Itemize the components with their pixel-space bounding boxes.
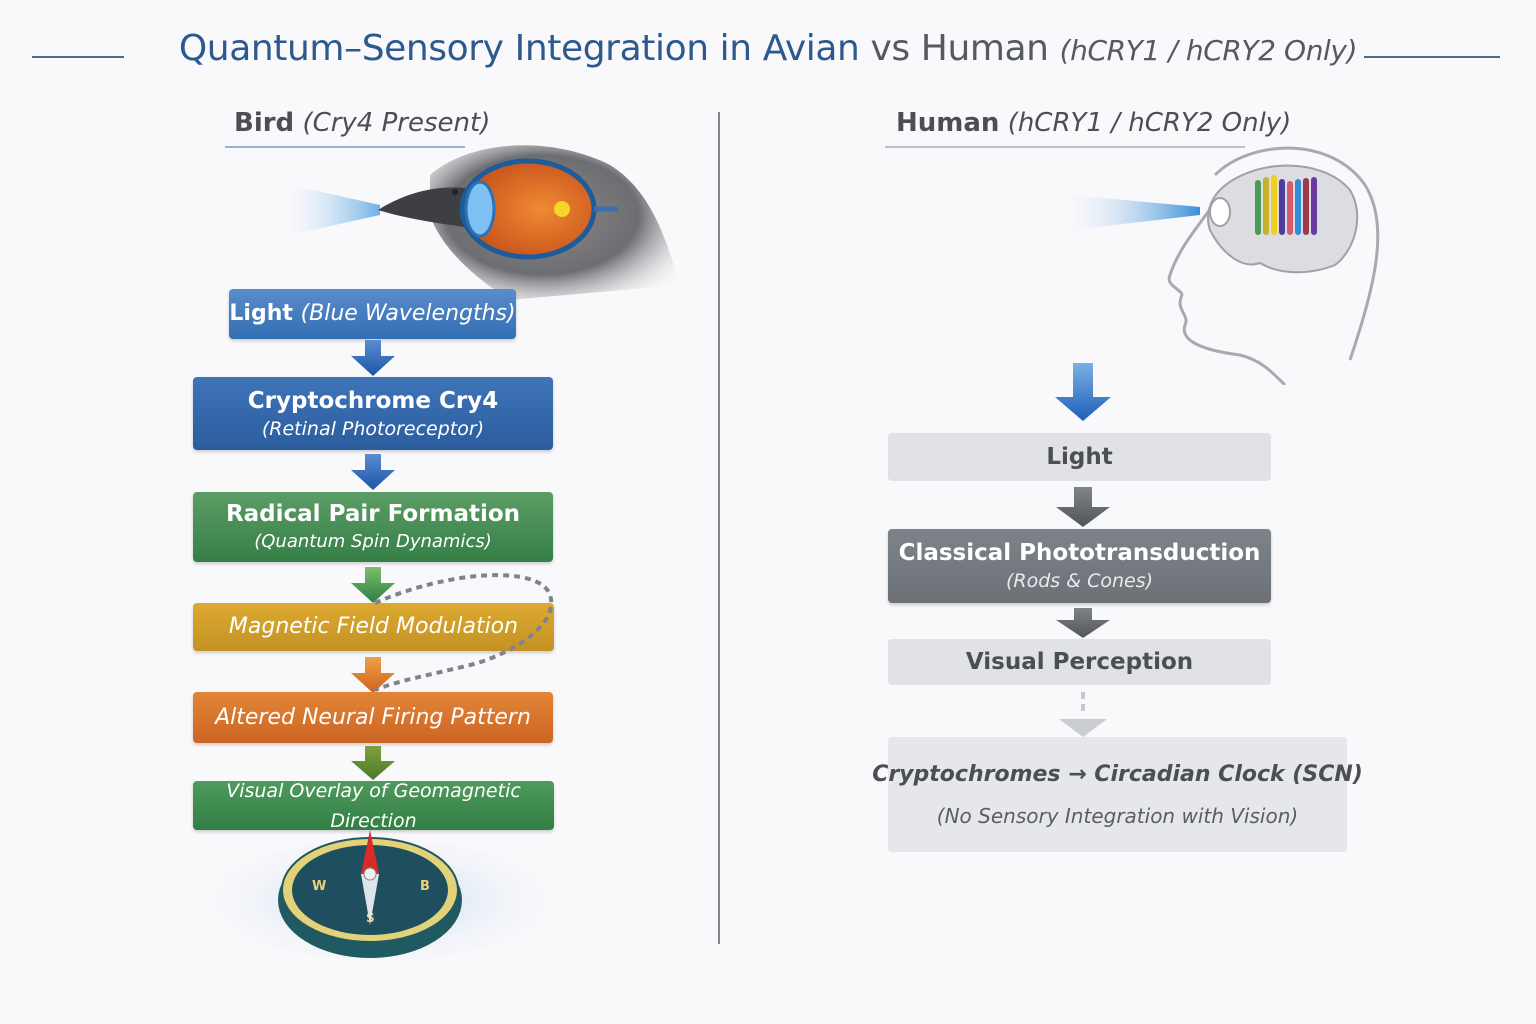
- bird-step-cryptochrome: Cryptochrome Cry4 (Retinal Photoreceptor…: [193, 377, 553, 450]
- human-step-visual-perception: Visual Perception: [888, 639, 1271, 685]
- bird-step-radical-pair-sub: (Quantum Spin Dynamics): [254, 531, 492, 552]
- human-step-light: Light: [888, 433, 1271, 481]
- human-note-sub: (No Sensory Integration with Vision): [936, 803, 1299, 828]
- human-eye: [1209, 197, 1231, 227]
- compass-illustration: W B S: [215, 830, 545, 962]
- arrow-down-icon: [1056, 608, 1110, 638]
- bird-step-magnetic-field-label: Magnetic Field Modulation: [228, 614, 519, 639]
- bird-header-italic: (Cry4 Present): [302, 108, 491, 138]
- title-subtitle: (hCRY1 / hCRY2 Only): [1059, 34, 1358, 67]
- bird-step-cryptochrome-label: Cryptochrome Cry4: [247, 387, 499, 414]
- bird-header: Bird (Cry4 Present): [234, 108, 490, 138]
- bird-beak: [378, 187, 485, 230]
- human-note-box: Cryptochromes → Circadian Clock (SCN) (N…: [872, 737, 1363, 852]
- human-header-italic: (hCRY1 / hCRY2 Only): [1007, 108, 1292, 138]
- human-step-light-label: Light: [1046, 444, 1113, 470]
- arrow-down-icon: [1056, 487, 1110, 527]
- arrow-down-icon: [351, 340, 395, 376]
- head-outline: [1167, 146, 1380, 385]
- arrow-down-icon: [351, 454, 395, 490]
- bird-step-magnetic-field: Magnetic Field Modulation: [193, 603, 554, 651]
- bird-header-bold: Bird: [234, 108, 295, 138]
- bird-header-rule: [225, 146, 465, 148]
- arrow-down-icon: [351, 746, 395, 780]
- note-circadian-clock: Circadian Clock (SCN): [1094, 761, 1363, 787]
- human-note-line1: Cryptochromes → Circadian Clock (SCN): [872, 760, 1363, 790]
- human-step-phototransduction-sub: (Rods & Cones): [1005, 570, 1154, 592]
- feedback-loop-dashed: [374, 573, 554, 692]
- bird-step-radical-pair: Radical Pair Formation (Quantum Spin Dyn…: [193, 492, 553, 562]
- title-main: Quantum–Sensory Integration in Avian: [178, 28, 860, 69]
- title-vs: vs Human: [859, 28, 1060, 69]
- human-head-illustration: [1070, 146, 1380, 385]
- compass-label-w: W: [312, 879, 326, 894]
- bird-step-visual-overlay-label: Visual Overlay of Geomagnetic Direction: [226, 779, 521, 832]
- human-step-phototransduction-label: Classical Phototransduction: [898, 540, 1261, 566]
- column-divider: [718, 112, 720, 944]
- human-header: Human (hCRY1 / hCRY2 Only): [896, 108, 1291, 138]
- arrow-right-icon: →: [1068, 761, 1087, 787]
- human-header-rule: [885, 146, 1245, 148]
- human-step-visual-perception-label: Visual Perception: [965, 649, 1194, 675]
- bird-eye-fovea: [554, 201, 570, 217]
- page-title: Quantum–Sensory Integration in Avian vs …: [0, 28, 1536, 69]
- arrow-down-icon: [1055, 363, 1111, 421]
- bird-step-neural-firing-label: Altered Neural Firing Pattern: [215, 704, 531, 730]
- photoreceptor-cells: [1255, 175, 1317, 235]
- human-step-phototransduction: Classical Phototransduction (Rods & Cone…: [888, 529, 1271, 603]
- bird-step-radical-pair-label: Radical Pair Formation: [225, 501, 521, 527]
- light-beam: [1070, 195, 1200, 230]
- bird-step-neural-firing: Altered Neural Firing Pattern: [193, 692, 553, 743]
- arrow-down-icon: [351, 657, 395, 693]
- bird-step-visual-overlay: Visual Overlay of Geomagnetic Direction: [193, 780, 554, 832]
- arrow-down-icon: [351, 567, 395, 603]
- compass-needle-north: [361, 830, 379, 874]
- light-beam: [290, 185, 380, 235]
- note-cryptochromes: Cryptochromes: [872, 761, 1061, 787]
- bird-step-light-label: Light: [229, 301, 293, 326]
- bird-step-light-sub: (Blue Wavelengths): [300, 301, 516, 326]
- compass-needle-south: [361, 874, 379, 925]
- title-rule-right: [1364, 56, 1500, 58]
- bird-step-cryptochrome-sub: (Retinal Photoreceptor): [261, 417, 485, 440]
- human-header-bold: Human: [896, 108, 1000, 138]
- compass-label-b: B: [420, 879, 430, 894]
- dashed-arrow-down-icon: [1059, 692, 1107, 737]
- bird-step-light: Light (Blue Wavelengths): [229, 289, 516, 339]
- bird-eye-lens: [464, 180, 496, 238]
- bird-illustration: [290, 145, 680, 300]
- title-rule-left: [32, 56, 124, 58]
